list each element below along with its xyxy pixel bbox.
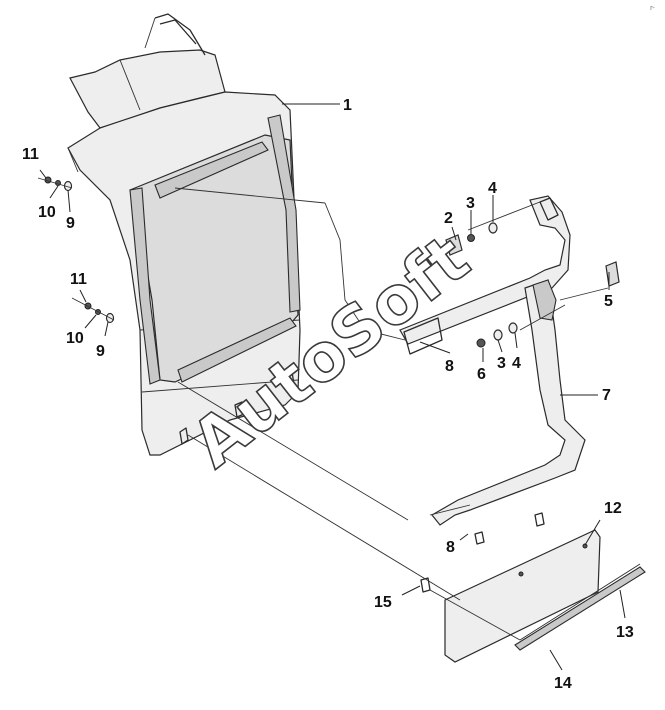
callout-8a: 8	[445, 358, 454, 375]
callout-11a: 11	[22, 146, 39, 163]
callout-10b: 10	[66, 330, 84, 347]
callout-4b: 4	[512, 355, 521, 372]
callout-6: 6	[477, 366, 486, 383]
seat-back-assembly	[67, 13, 301, 456]
callout-3b: 3	[497, 355, 506, 372]
callout-15: 15	[374, 594, 392, 611]
callout-13: 13	[616, 624, 634, 641]
callout-4: 4	[488, 180, 497, 197]
callouts: 1 2 3 4 5 6 3 4 7 8 8 9 10 11 9 10 11 12…	[22, 97, 634, 692]
leader-lines	[39, 103, 626, 671]
callout-12: 12	[604, 500, 622, 517]
callout-14: 14	[554, 675, 572, 692]
callout-9a: 9	[66, 215, 75, 232]
callout-7: 7	[602, 387, 611, 404]
callout-11b: 11	[70, 271, 87, 288]
callout-2: 2	[444, 210, 453, 227]
frame-hardware	[420, 222, 620, 593]
lower-panel	[444, 529, 646, 663]
callout-5: 5	[604, 293, 613, 310]
callout-8b: 8	[446, 539, 455, 556]
alignment-lines	[174, 187, 609, 641]
callout-3: 3	[466, 195, 475, 212]
left-hardware	[37, 176, 115, 324]
callout-1: 1	[343, 97, 352, 114]
frame-assembly	[399, 195, 586, 526]
corner-mark: r-	[650, 4, 655, 12]
callout-9b: 9	[96, 343, 105, 360]
callout-10a: 10	[38, 204, 56, 221]
